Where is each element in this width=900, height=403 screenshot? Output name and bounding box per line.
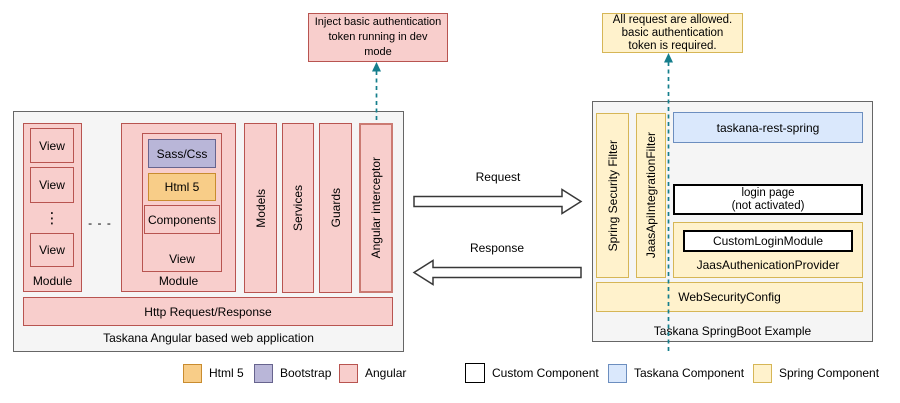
legend-swatch-spring [753,363,772,383]
spring-security-filter-bar: Spring Security Filter [596,113,629,278]
angular-interceptor-bar: Angular interceptor [359,123,393,293]
dashed-connector-right [664,53,673,353]
modules-gap-dots: - - - [88,216,112,230]
arrow-up-icon [372,62,381,72]
module-label: Module [32,274,73,288]
dashed-connector-left [372,62,381,123]
view-label: View [39,243,65,257]
components-box: Components [144,205,220,234]
arrow-up-icon [664,53,673,63]
web-security-config-box: WebSecurityConfig [596,282,863,312]
jaas-authentication-provider-label: JaasAuthenicationProvider [696,258,840,272]
legend-item-custom: Custom Component [465,362,599,384]
legend-swatch-bootstrap [254,363,273,383]
module-label: Module [158,274,199,288]
view-box: View [30,128,74,163]
legend-swatch-custom [465,363,485,383]
springboot-title: Taskana SpringBoot Example [653,324,812,338]
legend-item-html5: Html 5 [183,362,244,384]
annotation-auth-required: All request are allowed. basic authentic… [602,13,743,53]
legend-item-spring: Spring Component [753,362,879,384]
guards-bar: Guards [319,123,352,293]
view-container-label: View [169,252,195,266]
response-label: Response [469,241,525,255]
custom-login-module-box: CustomLoginModule [683,230,853,252]
legend-item-angular: Angular [339,362,406,384]
html5-box: Html 5 [148,173,216,201]
login-page-box: login page (not activated) [673,184,863,215]
annotation-dev-token: Inject basic authentication token runnin… [308,13,448,62]
view-box: View [30,167,74,203]
view-box: View [30,233,74,267]
response-arrow [412,259,582,286]
legend-item-bootstrap: Bootstrap [254,362,331,384]
models-bar: Models [244,123,277,293]
legend-swatch-html5 [183,363,202,383]
taskana-rest-spring-box: taskana-rest-spring [673,112,863,143]
legend-swatch-taskana [608,363,627,383]
sass-css-box: Sass/Css [148,139,216,168]
view-label: View [39,178,65,192]
request-label: Request [475,170,521,184]
legend-item-taskana: Taskana Component [608,362,744,384]
http-request-response-bar: Http Request/Response [23,297,393,326]
request-arrow [413,188,583,215]
angular-app-title: Taskana Angular based web application [103,331,314,345]
services-bar: Services [282,123,314,293]
legend-swatch-angular [339,363,358,383]
jaas-api-integration-filter-bar: JaasApiIntegrationFilter [636,113,666,278]
view-label: View [39,138,65,153]
views-ellipsis: ⋮ [44,210,60,227]
